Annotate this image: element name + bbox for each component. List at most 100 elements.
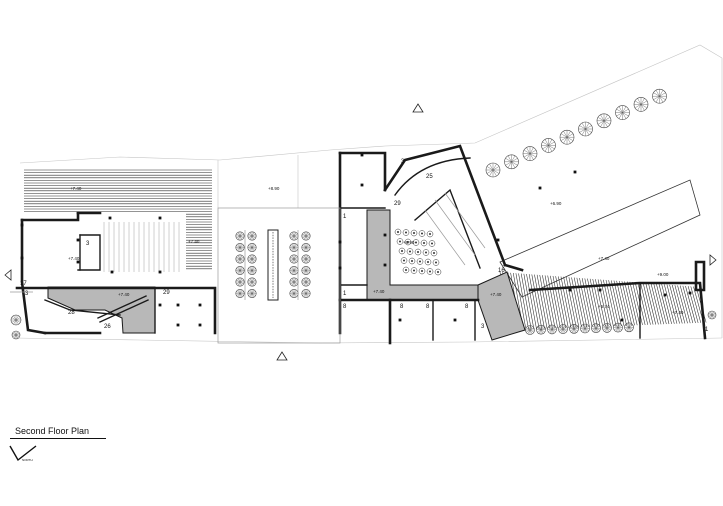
column [158,270,162,274]
tree-icon [301,243,311,253]
hatch-line [661,284,672,324]
hatch-line [560,276,572,328]
tree-icon [522,146,538,161]
hatch-line [552,275,564,329]
hatch-line [682,285,694,324]
hatch-line [563,276,574,328]
hatch-line [677,285,688,324]
seat-icon [414,248,422,256]
room-number: 26 [104,324,111,330]
tree-icon [541,138,556,153]
column [20,223,24,227]
tree-icon [707,310,717,320]
room-number: 16 [498,268,505,274]
tree-icon [485,162,501,178]
room-labels: 3 25 29 1 3 17 3 28 26 29 16 3 8 8 8 8 1… [20,159,709,333]
hatch-line [629,281,641,326]
level-tag: +8.90 [403,240,415,245]
hatch-line [624,281,635,326]
column [383,263,387,267]
column [176,323,180,327]
seat-icon [410,229,418,237]
room-number: 3 [25,291,29,297]
central-courtyard [217,207,341,344]
hatch-line [613,280,625,326]
column [598,288,602,292]
tree-icon [578,121,593,137]
hatch-line [571,277,582,328]
tree-icon [235,254,245,264]
structural-columns [20,153,692,327]
hatch-line [528,274,540,329]
seat-icon [410,267,418,274]
column [360,153,364,157]
tree-icon [247,231,257,241]
hatch-line [550,275,561,329]
hatch-line [568,277,580,328]
column [573,170,577,174]
seat-icon [408,257,416,265]
hatch-line [671,284,683,324]
hatch-line [669,284,680,324]
drawing-title: Second Floor Plan [15,426,90,436]
seat-icon [394,228,402,236]
tree-icon [247,288,257,298]
hatch-line [664,284,675,324]
level-tag: +7.40 [490,292,502,297]
column [688,291,692,295]
room-number: 1 [343,291,347,297]
seat-icon [400,257,408,264]
tree-icon [235,231,245,241]
tree-icon [301,231,311,241]
tree-icon [11,330,21,340]
hatch-line [547,275,558,329]
hatch-line [616,280,627,326]
ramp-edge [499,179,701,298]
hatch-line [555,276,566,328]
hatch-line [650,283,662,325]
column [338,240,342,244]
seat-icon [424,258,432,266]
tree-icon [247,277,257,287]
tree-icon [289,288,299,298]
hatch-line [515,273,527,330]
tree-icon [652,88,667,104]
column [663,293,667,297]
tree-icon [615,105,630,120]
column [158,216,162,220]
tree-icon [580,323,590,334]
hatch-line [523,273,535,330]
tree-icon [596,113,612,129]
room-number: 25 [426,174,433,180]
seat-icon [396,238,404,245]
level-tag: +8.90 [268,186,280,191]
column [453,318,457,322]
seat-icon [430,249,438,257]
hatch-line [656,283,667,325]
hatch-line [605,279,617,327]
room-number: 29 [394,201,401,207]
hatch-line [558,276,569,328]
tree-icon [525,325,535,335]
level-tag: +7.40 [70,186,82,191]
level-tag: +5.74 [598,304,610,309]
level-tag: +9.00 [657,272,669,277]
seat-icon [432,259,440,266]
tree-icon [289,231,299,241]
section-markers [4,103,717,361]
room-number: 1 [705,327,709,333]
seat-icon [422,249,430,256]
tree-icon [536,324,546,335]
level-tag: +7.40 [373,289,385,294]
tree-icon [235,288,245,298]
room-number: 1 [343,214,347,220]
north-label: NORTH [22,458,33,462]
hatch-line [642,282,654,325]
column [158,303,162,307]
hatch-line [597,279,609,327]
room-number: 8 [465,304,469,310]
column [176,303,180,307]
room-number: 28 [68,310,75,316]
hatch-line [565,276,577,328]
tree-icon [301,254,311,264]
